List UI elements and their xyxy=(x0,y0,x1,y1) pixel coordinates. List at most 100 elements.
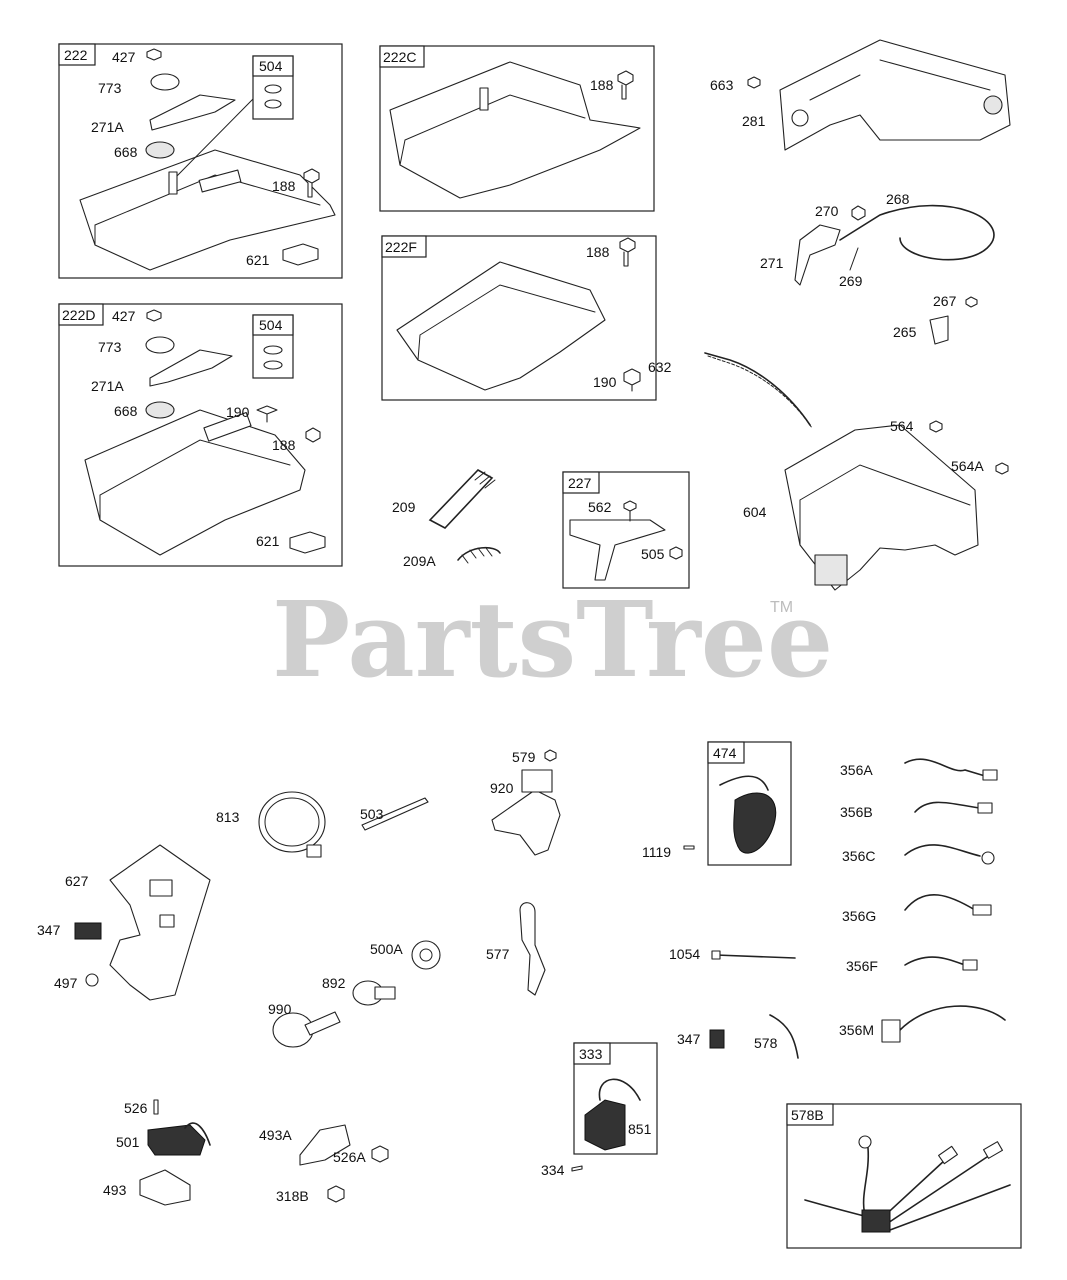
stator-coil xyxy=(733,792,777,854)
bracket-slot xyxy=(159,914,175,928)
harness-wire xyxy=(879,1154,1011,1231)
bolt-icon xyxy=(617,70,634,100)
part-label: 505 xyxy=(641,546,665,562)
blower-housing xyxy=(784,424,979,591)
part-label: 892 xyxy=(322,975,346,991)
link-rod xyxy=(361,797,429,831)
part-label: 526 xyxy=(124,1100,148,1116)
rectifier-bracket xyxy=(491,789,561,856)
washer-icon xyxy=(263,360,283,370)
leader-line xyxy=(172,98,254,181)
shaft xyxy=(168,171,178,195)
pulley-icon xyxy=(145,336,175,354)
subgroup-tag: 504 xyxy=(259,317,283,333)
part-label: 773 xyxy=(98,80,122,96)
band-clamp-813: 813 xyxy=(216,791,326,858)
part-label: 668 xyxy=(114,403,138,419)
bracket-493a: 493A 526A 318B xyxy=(259,1124,389,1204)
part-label: 209A xyxy=(403,553,436,569)
part-label: 773 xyxy=(98,339,122,355)
part-label: 347 xyxy=(677,1031,701,1047)
group-tag: 222D xyxy=(62,307,95,323)
watermark-text: PartsTree xyxy=(272,578,833,701)
part-label: 271 xyxy=(760,255,784,271)
group-222: 222 504 427 773 271A 668 188 621 xyxy=(58,43,343,279)
leader-line xyxy=(849,247,859,271)
part-label: 356A xyxy=(840,762,873,778)
clamp-screw xyxy=(306,844,322,858)
key-switch-body xyxy=(304,1011,341,1036)
wires-356: 356A 356B 356C 356G 356F 356M xyxy=(839,758,1006,1043)
part-label: 500A xyxy=(370,941,403,957)
ignition-920: 579 920 xyxy=(490,749,561,856)
part-label: 501 xyxy=(116,1134,140,1150)
bushing-icon xyxy=(145,141,175,159)
blower-housing-604: 564 564A 604 xyxy=(743,418,1009,591)
group-tag: 578B xyxy=(791,1107,824,1123)
nut-icon xyxy=(146,48,162,61)
subgroup-tag-box xyxy=(252,314,294,336)
wire-356m xyxy=(899,1005,1006,1031)
switch-icon xyxy=(74,922,102,940)
bolt-icon xyxy=(303,168,320,198)
screw-icon xyxy=(747,76,761,89)
wire-356b xyxy=(914,801,981,813)
group-474: 474 1119 xyxy=(642,741,792,866)
part-label: 851 xyxy=(628,1121,652,1137)
shaft xyxy=(479,87,489,111)
switch-347-578: 347 578 xyxy=(677,1014,799,1059)
part-label: 356F xyxy=(846,958,878,974)
part-label: 281 xyxy=(742,113,766,129)
part-label: 347 xyxy=(37,922,61,938)
subgroup-tag: 504 xyxy=(259,58,283,74)
group-tag-box xyxy=(707,741,745,764)
group-tag-box xyxy=(381,235,427,258)
part-label: 621 xyxy=(246,252,270,268)
part-label: 663 xyxy=(710,77,734,93)
group-box xyxy=(573,1042,658,1155)
mounting-bracket xyxy=(299,1124,351,1166)
cable-tie xyxy=(715,954,796,959)
grommet-icon xyxy=(411,940,441,970)
bracket-knob xyxy=(983,95,1003,115)
wire-connector xyxy=(972,904,992,916)
group-tag: 474 xyxy=(713,745,737,761)
harness-plug xyxy=(861,1209,891,1233)
part-label: 356C xyxy=(842,848,875,864)
part-label: 577 xyxy=(486,946,510,962)
clamp-icon xyxy=(929,315,949,345)
wire-356a xyxy=(904,758,986,777)
part-label: 188 xyxy=(586,244,610,260)
part-label: 503 xyxy=(360,806,384,822)
bolt-icon xyxy=(327,1185,345,1203)
part-label: 209 xyxy=(392,499,416,515)
cable-clamp-265: 267 265 xyxy=(893,293,978,345)
compression-spring xyxy=(457,546,501,561)
bolt-icon xyxy=(623,500,637,522)
mounting-plate xyxy=(79,149,336,271)
part-label: 813 xyxy=(216,809,240,825)
part-label: 356G xyxy=(842,908,876,924)
part-label: 627 xyxy=(65,873,89,889)
group-box xyxy=(786,1103,1022,1249)
part-label: 271A xyxy=(91,119,124,135)
bracket-icon xyxy=(569,519,666,581)
group-tag: 227 xyxy=(568,475,592,491)
cable-tie-head xyxy=(711,950,721,960)
bolt-icon xyxy=(256,405,278,423)
group-tag: 222C xyxy=(383,49,416,65)
springs-209: 209 209A xyxy=(392,468,501,569)
group-tag-box xyxy=(573,1042,611,1065)
switch-bracket-627: 627 347 497 xyxy=(37,844,211,1001)
group-tag-box xyxy=(786,1103,834,1126)
spring-632: 632 xyxy=(648,352,813,429)
part-label: 188 xyxy=(272,178,296,194)
part-label: 188 xyxy=(272,437,296,453)
switch-icon xyxy=(709,1029,725,1049)
part-label: 318B xyxy=(276,1188,309,1204)
band-clamp xyxy=(258,791,326,853)
part-label: 334 xyxy=(541,1162,565,1178)
ring-terminal xyxy=(981,851,995,865)
rectifier-body xyxy=(521,769,553,793)
